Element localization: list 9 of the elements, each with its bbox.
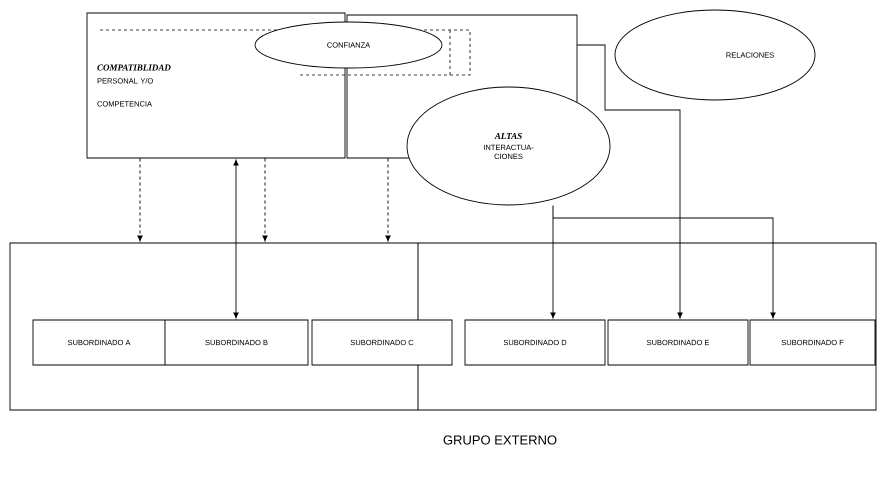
arrow: [233, 160, 239, 318]
arrow: [385, 158, 391, 242]
group-box: [418, 242, 876, 410]
arrow: [137, 158, 143, 242]
arrow: [262, 158, 268, 242]
arrow: [577, 44, 683, 318]
arrow: [552, 205, 776, 318]
group-title: GRUPO EXTERNO: [444, 435, 556, 445]
group-box: [10, 242, 418, 410]
